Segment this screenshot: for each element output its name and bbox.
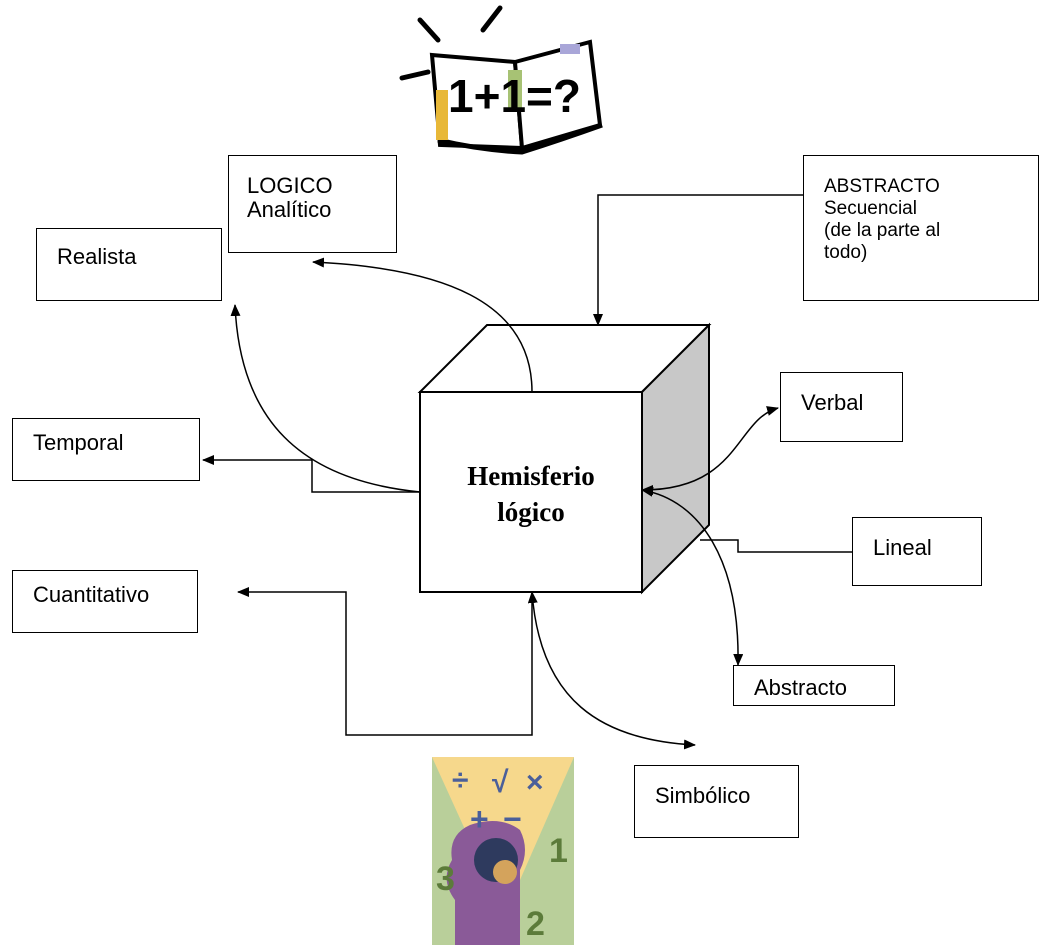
box-lineal: Lineal xyxy=(852,517,982,586)
symbol-two: 2 xyxy=(526,905,545,943)
ray-mark xyxy=(399,69,431,81)
symbol-divide: ÷ xyxy=(452,764,468,797)
box-logico-analitico-label: LOGICO Analítico xyxy=(247,173,333,222)
arrow-simbolico xyxy=(527,591,696,750)
head-silhouette xyxy=(446,821,525,945)
arrow-temporal xyxy=(202,455,420,493)
symbol-three: 3 xyxy=(436,860,455,898)
arrow-realista xyxy=(230,304,421,493)
book-purple-strip xyxy=(560,44,580,54)
box-simbolico-label: Simbólico xyxy=(655,783,751,808)
connectors xyxy=(202,194,852,750)
box-abstracto: Abstracto xyxy=(733,665,895,706)
symbol-one: 1 xyxy=(549,832,568,870)
box-logico-analitico: LOGICO Analítico xyxy=(228,155,397,253)
arrow-cuantitativo xyxy=(237,587,533,736)
book-spine xyxy=(437,122,603,155)
symbol-minus: − xyxy=(503,801,522,837)
book-green-strip xyxy=(508,70,522,110)
center-title: Hemisferio lógico xyxy=(420,458,642,530)
symbol-root: √ xyxy=(492,766,509,799)
box-temporal: Temporal xyxy=(12,418,200,481)
box-abstracto-label: Abstracto xyxy=(754,675,847,700)
box-realista-label: Realista xyxy=(57,244,137,269)
center-title-line2: lógico xyxy=(497,497,565,527)
box-cuantitativo: Cuantitativo xyxy=(12,570,198,633)
box-simbolico: Simbólico xyxy=(634,765,799,838)
ray-mark xyxy=(480,5,503,33)
symbol-plus: + xyxy=(470,801,489,837)
book-yellow-strip xyxy=(436,90,448,140)
arrow-abstracto-secuencial xyxy=(593,194,803,326)
box-lineal-label: Lineal xyxy=(873,535,932,560)
arrow-abstracto xyxy=(641,486,744,666)
symbol-times: × xyxy=(526,766,544,799)
box-temporal-label: Temporal xyxy=(33,430,124,455)
head-clipart: ÷ √ × + − 1 2 3 xyxy=(432,757,574,945)
box-verbal-label: Verbal xyxy=(801,390,864,415)
ray-mark xyxy=(417,17,441,43)
book-equation: 1+1=? xyxy=(448,70,581,122)
arrow-logico xyxy=(312,257,533,393)
center-title-line1: Hemisferio xyxy=(467,461,595,491)
arrow-lineal xyxy=(700,539,852,553)
box-cuantitativo-label: Cuantitativo xyxy=(33,582,150,607)
head-gear-small xyxy=(493,860,517,884)
box-verbal: Verbal xyxy=(780,372,903,442)
box-abstracto-secuencial-label: ABSTRACTO Secuencial (de la parte al tod… xyxy=(824,176,941,263)
box-realista: Realista xyxy=(36,228,222,301)
book-clipart: 1+1=? xyxy=(399,5,603,155)
box-abstracto-secuencial: ABSTRACTO Secuencial (de la parte al tod… xyxy=(803,155,1039,301)
head-funnel xyxy=(432,757,574,880)
